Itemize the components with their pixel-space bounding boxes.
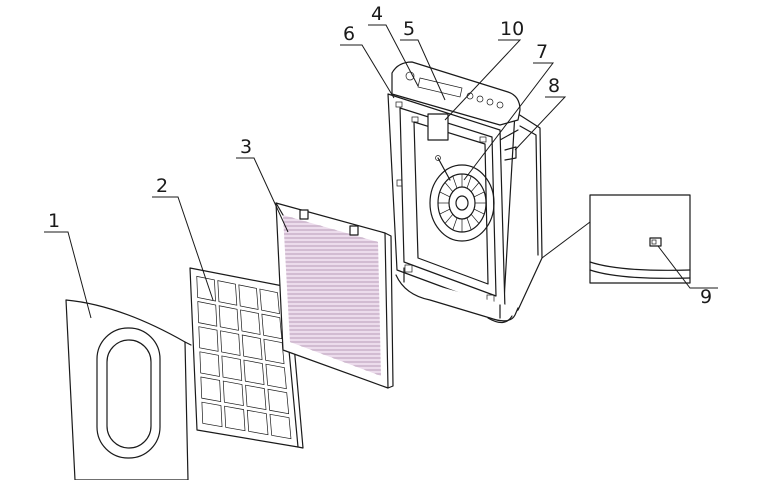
callout-numbers: 1 2 3 4 5 6 7 8 9 10 bbox=[48, 3, 712, 308]
grid-cell bbox=[200, 376, 222, 402]
callout-5: 5 bbox=[403, 18, 415, 40]
callout-10: 10 bbox=[500, 18, 524, 40]
grid-cell bbox=[221, 355, 243, 381]
fan-spoke bbox=[444, 182, 454, 192]
grid-cell bbox=[240, 309, 261, 335]
grid-cell bbox=[218, 305, 239, 331]
callout-leaders bbox=[44, 24, 718, 319]
fan-spoke bbox=[466, 217, 472, 230]
grid-cell bbox=[259, 288, 280, 315]
purifier-housing bbox=[387, 61, 543, 324]
grid-cell bbox=[263, 338, 285, 365]
grid-cell bbox=[241, 334, 263, 360]
fan-spoke bbox=[444, 214, 454, 224]
fan-spoke bbox=[452, 217, 458, 230]
grid-cell bbox=[224, 405, 246, 432]
grid-cell bbox=[246, 409, 269, 436]
hepa-filter bbox=[275, 202, 394, 389]
grid-cell bbox=[261, 313, 283, 340]
fan-spoke bbox=[470, 214, 480, 224]
callout-4: 4 bbox=[371, 3, 383, 25]
fan-spoke bbox=[466, 176, 472, 189]
callout-7: 7 bbox=[536, 41, 548, 63]
grid-cell bbox=[245, 384, 267, 411]
fan-spoke bbox=[470, 182, 480, 192]
fan-spoke bbox=[439, 191, 451, 198]
front-panel bbox=[65, 299, 192, 480]
grid-cell bbox=[198, 326, 219, 352]
grid-cell bbox=[217, 280, 238, 306]
fan-spoke bbox=[473, 208, 485, 215]
grid-cell bbox=[197, 301, 218, 327]
callout-1: 1 bbox=[48, 210, 60, 232]
detail-inset bbox=[541, 194, 691, 284]
grid-cell bbox=[196, 275, 216, 302]
pre-filter-grid bbox=[189, 267, 304, 449]
grid-cell bbox=[220, 330, 241, 356]
callout-2: 2 bbox=[156, 175, 168, 197]
grid-cell bbox=[269, 413, 292, 440]
callout-6: 6 bbox=[343, 23, 355, 45]
callout-8: 8 bbox=[548, 75, 560, 97]
fan-spoke bbox=[452, 176, 458, 189]
fan-spoke bbox=[473, 191, 485, 198]
grid-cell bbox=[238, 284, 259, 310]
fan bbox=[429, 155, 495, 242]
grid-cell bbox=[243, 359, 265, 386]
grid-cell bbox=[265, 363, 287, 390]
grid-cell bbox=[199, 351, 220, 377]
grid-cell bbox=[201, 401, 223, 428]
fan-spoke bbox=[439, 208, 451, 215]
grid-cell bbox=[222, 380, 244, 407]
callout-3: 3 bbox=[240, 136, 252, 158]
callout-9: 9 bbox=[700, 286, 712, 308]
grid-cell bbox=[267, 388, 290, 415]
